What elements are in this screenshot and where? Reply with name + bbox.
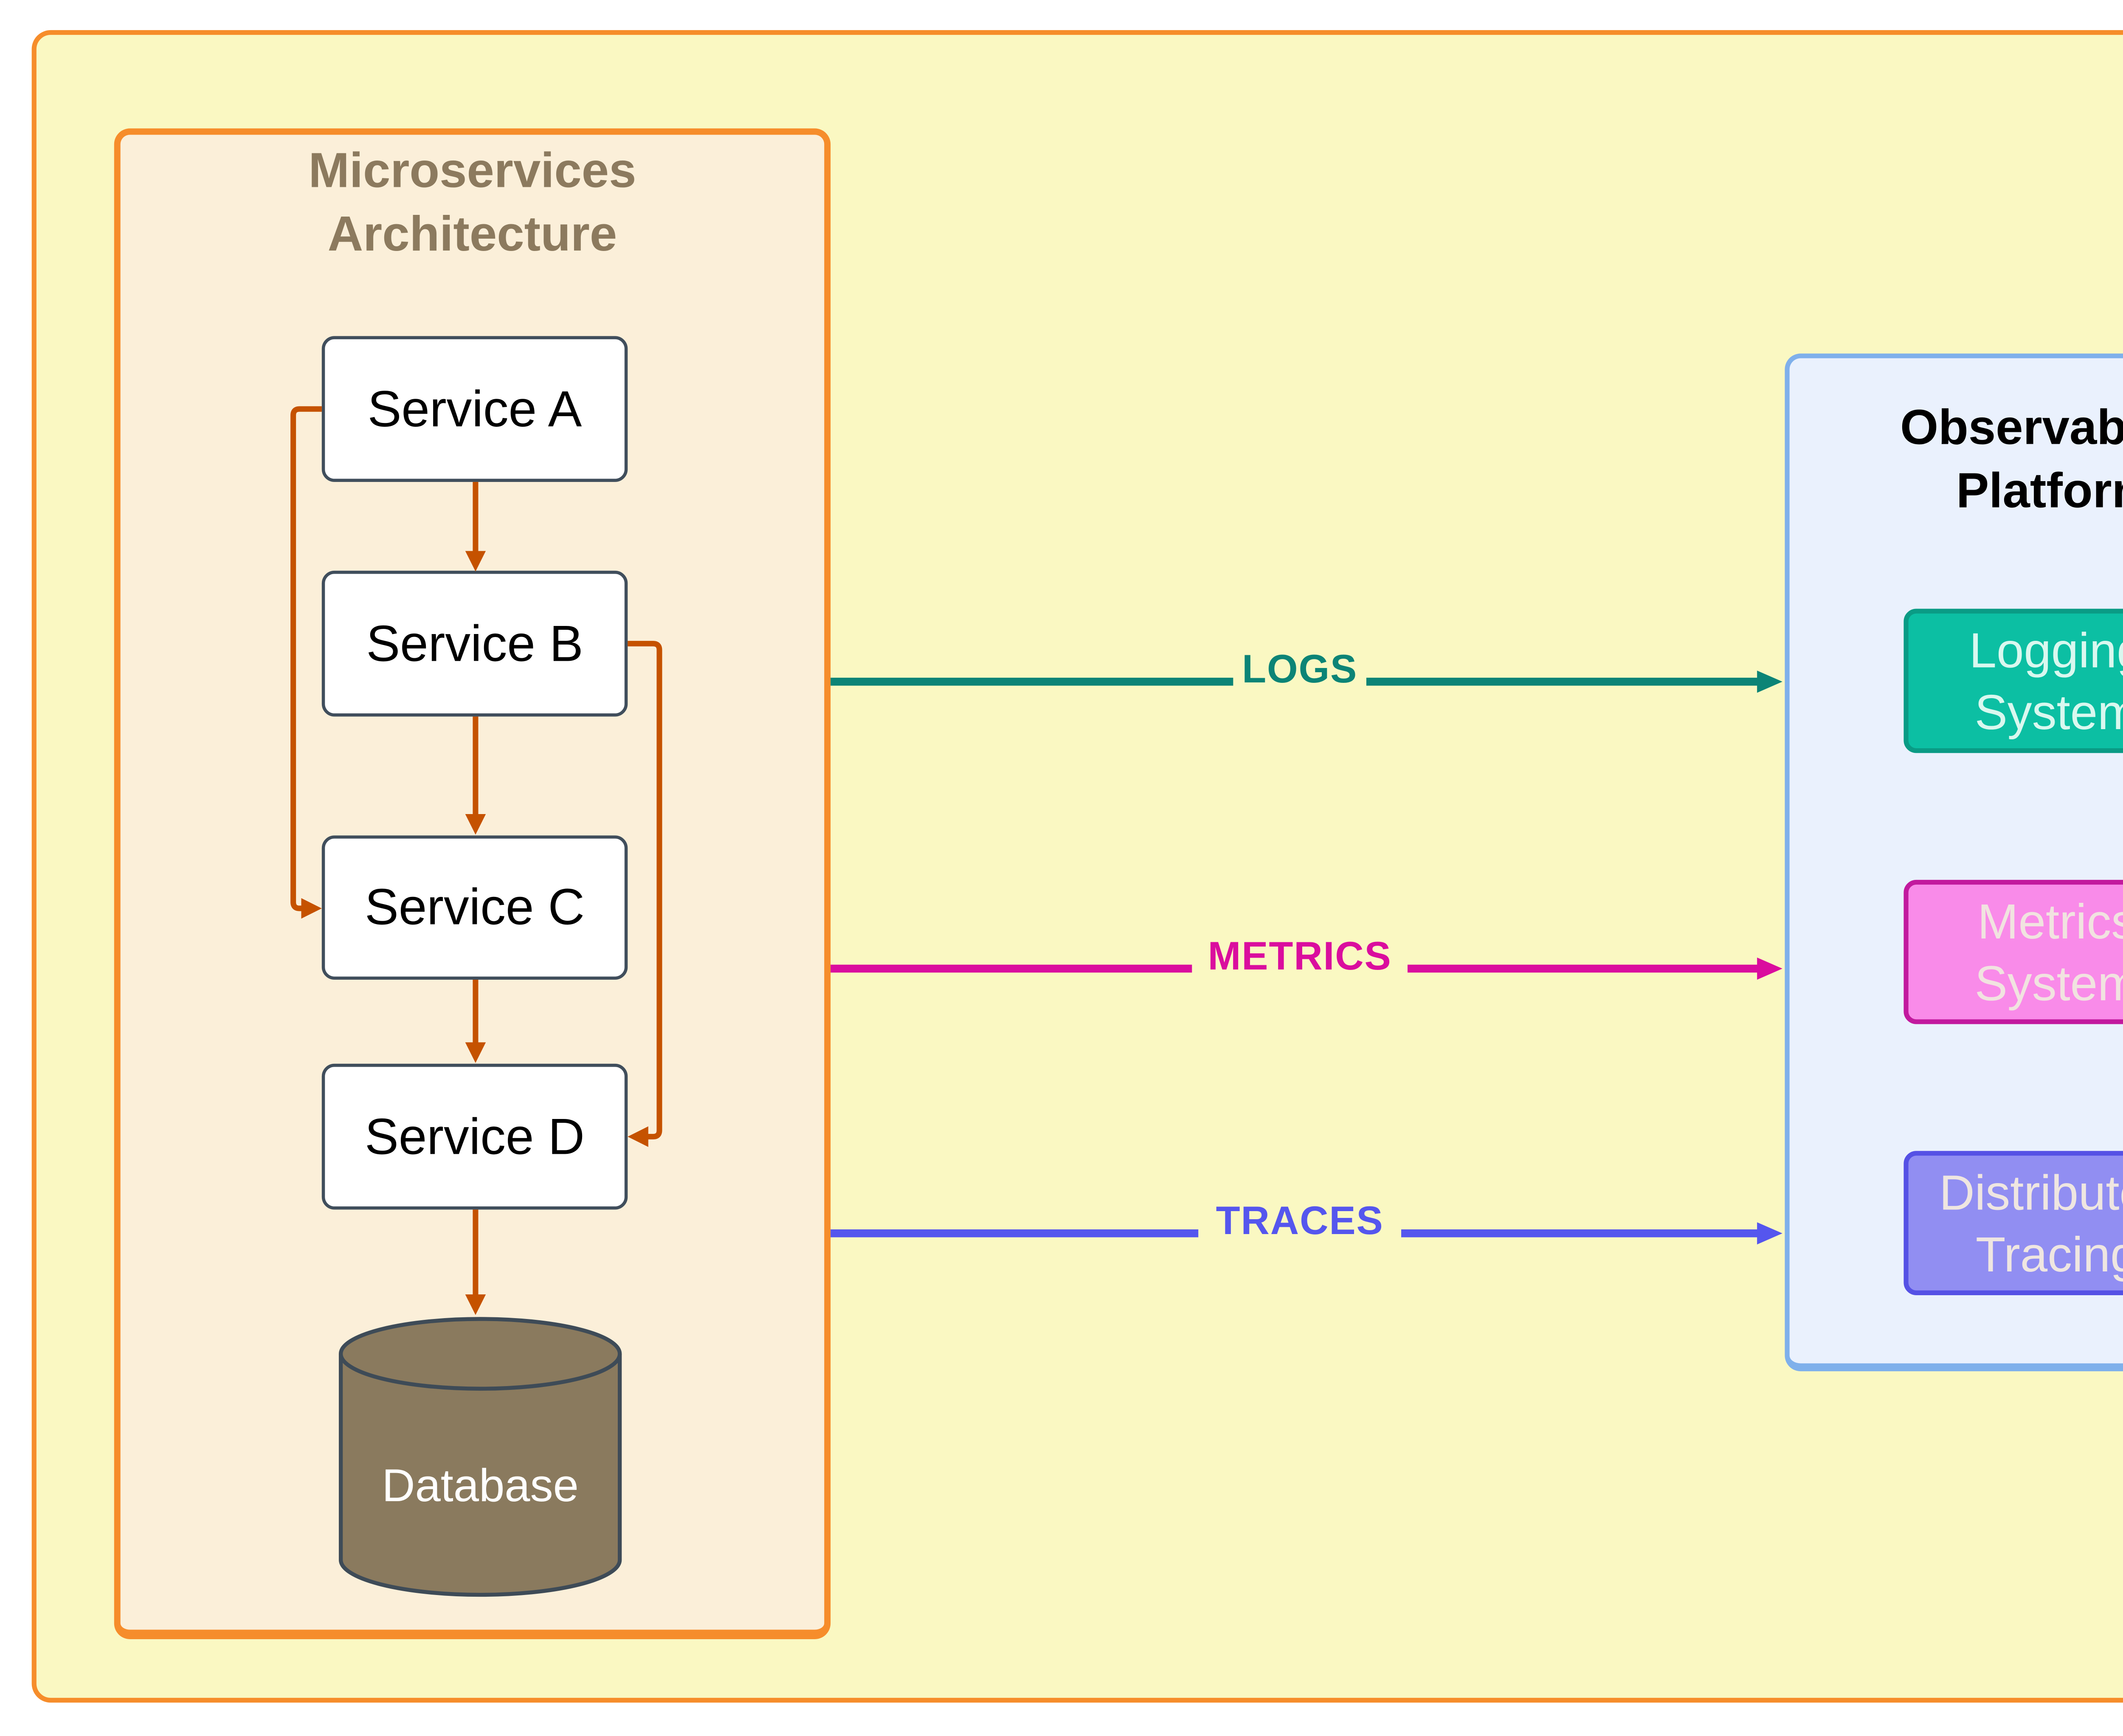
traces-flow-label: TRACES: [1216, 1199, 1384, 1244]
observability-title: Observability Platform: [1900, 399, 2123, 519]
logs-flow-label: LOGS: [1242, 647, 1358, 692]
database-label: Database: [382, 1461, 579, 1513]
service-b-node: Service B: [321, 570, 628, 717]
distributed-tracing-label: Distributed Tracing: [1939, 1164, 2123, 1282]
service-d-label: Service D: [365, 1107, 585, 1164]
database-cylinder-icon: [338, 1317, 622, 1597]
microservices-title: Microservices Architecture: [308, 142, 636, 262]
service-b-label: Service B: [366, 614, 583, 671]
logging-system-node: Logging System: [1903, 609, 2123, 753]
service-c-node: Service C: [321, 835, 628, 980]
service-d-node: Service D: [321, 1063, 628, 1210]
metrics-flow-label: METRICS: [1208, 934, 1392, 979]
distributed-tracing-node: Distributed Tracing: [1903, 1151, 2123, 1295]
service-a-node: Service A: [321, 336, 628, 482]
metrics-system-label: Metrics System: [1974, 893, 2123, 1011]
service-c-label: Service C: [365, 878, 585, 936]
logging-system-label: Logging System: [1969, 622, 2123, 740]
metrics-system-node: Metrics System: [1903, 879, 2123, 1024]
service-a-label: Service A: [367, 380, 582, 437]
database-node: Database: [338, 1316, 623, 1598]
